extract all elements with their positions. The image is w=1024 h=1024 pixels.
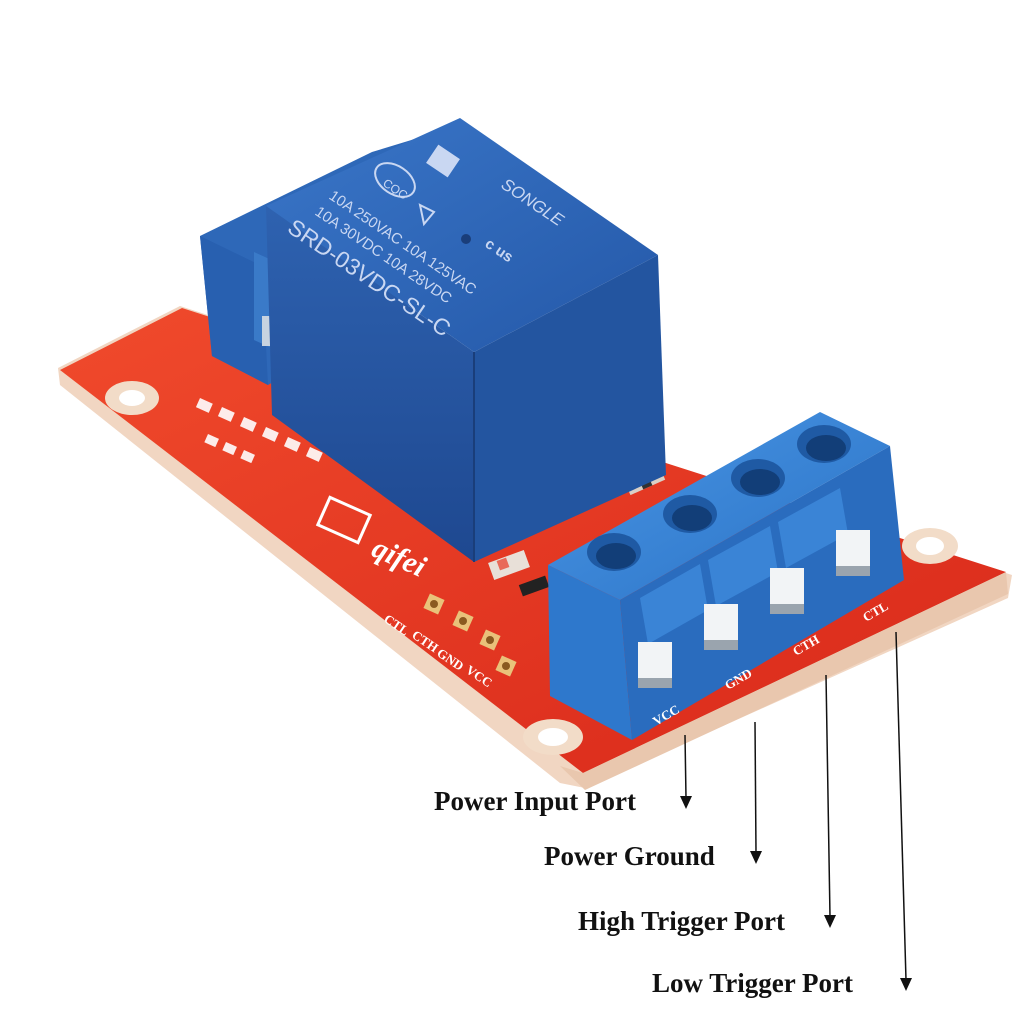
mounting-hole: [105, 381, 159, 415]
screw-hole: [797, 425, 851, 463]
callout-power-ground: Power Ground: [544, 841, 715, 871]
mounting-hole: [902, 528, 958, 564]
screw-hole: [731, 459, 785, 497]
screw-hole: [663, 495, 717, 533]
callout-low-trigger: Low Trigger Port: [652, 968, 853, 998]
silkscreen-text-decoration: [195, 398, 323, 464]
screw-holes: [587, 425, 851, 571]
screw-terminal-block: [548, 412, 904, 740]
callout-power-input: Power Input Port: [434, 786, 636, 816]
callout-leaders: [680, 631, 912, 991]
callout-high-trigger: High Trigger Port: [578, 906, 785, 936]
relay-body: [266, 118, 666, 562]
wire-clamps: [638, 530, 870, 688]
screw-hole: [587, 533, 641, 571]
mounting-hole: [523, 719, 583, 755]
pin-header: [423, 593, 517, 677]
